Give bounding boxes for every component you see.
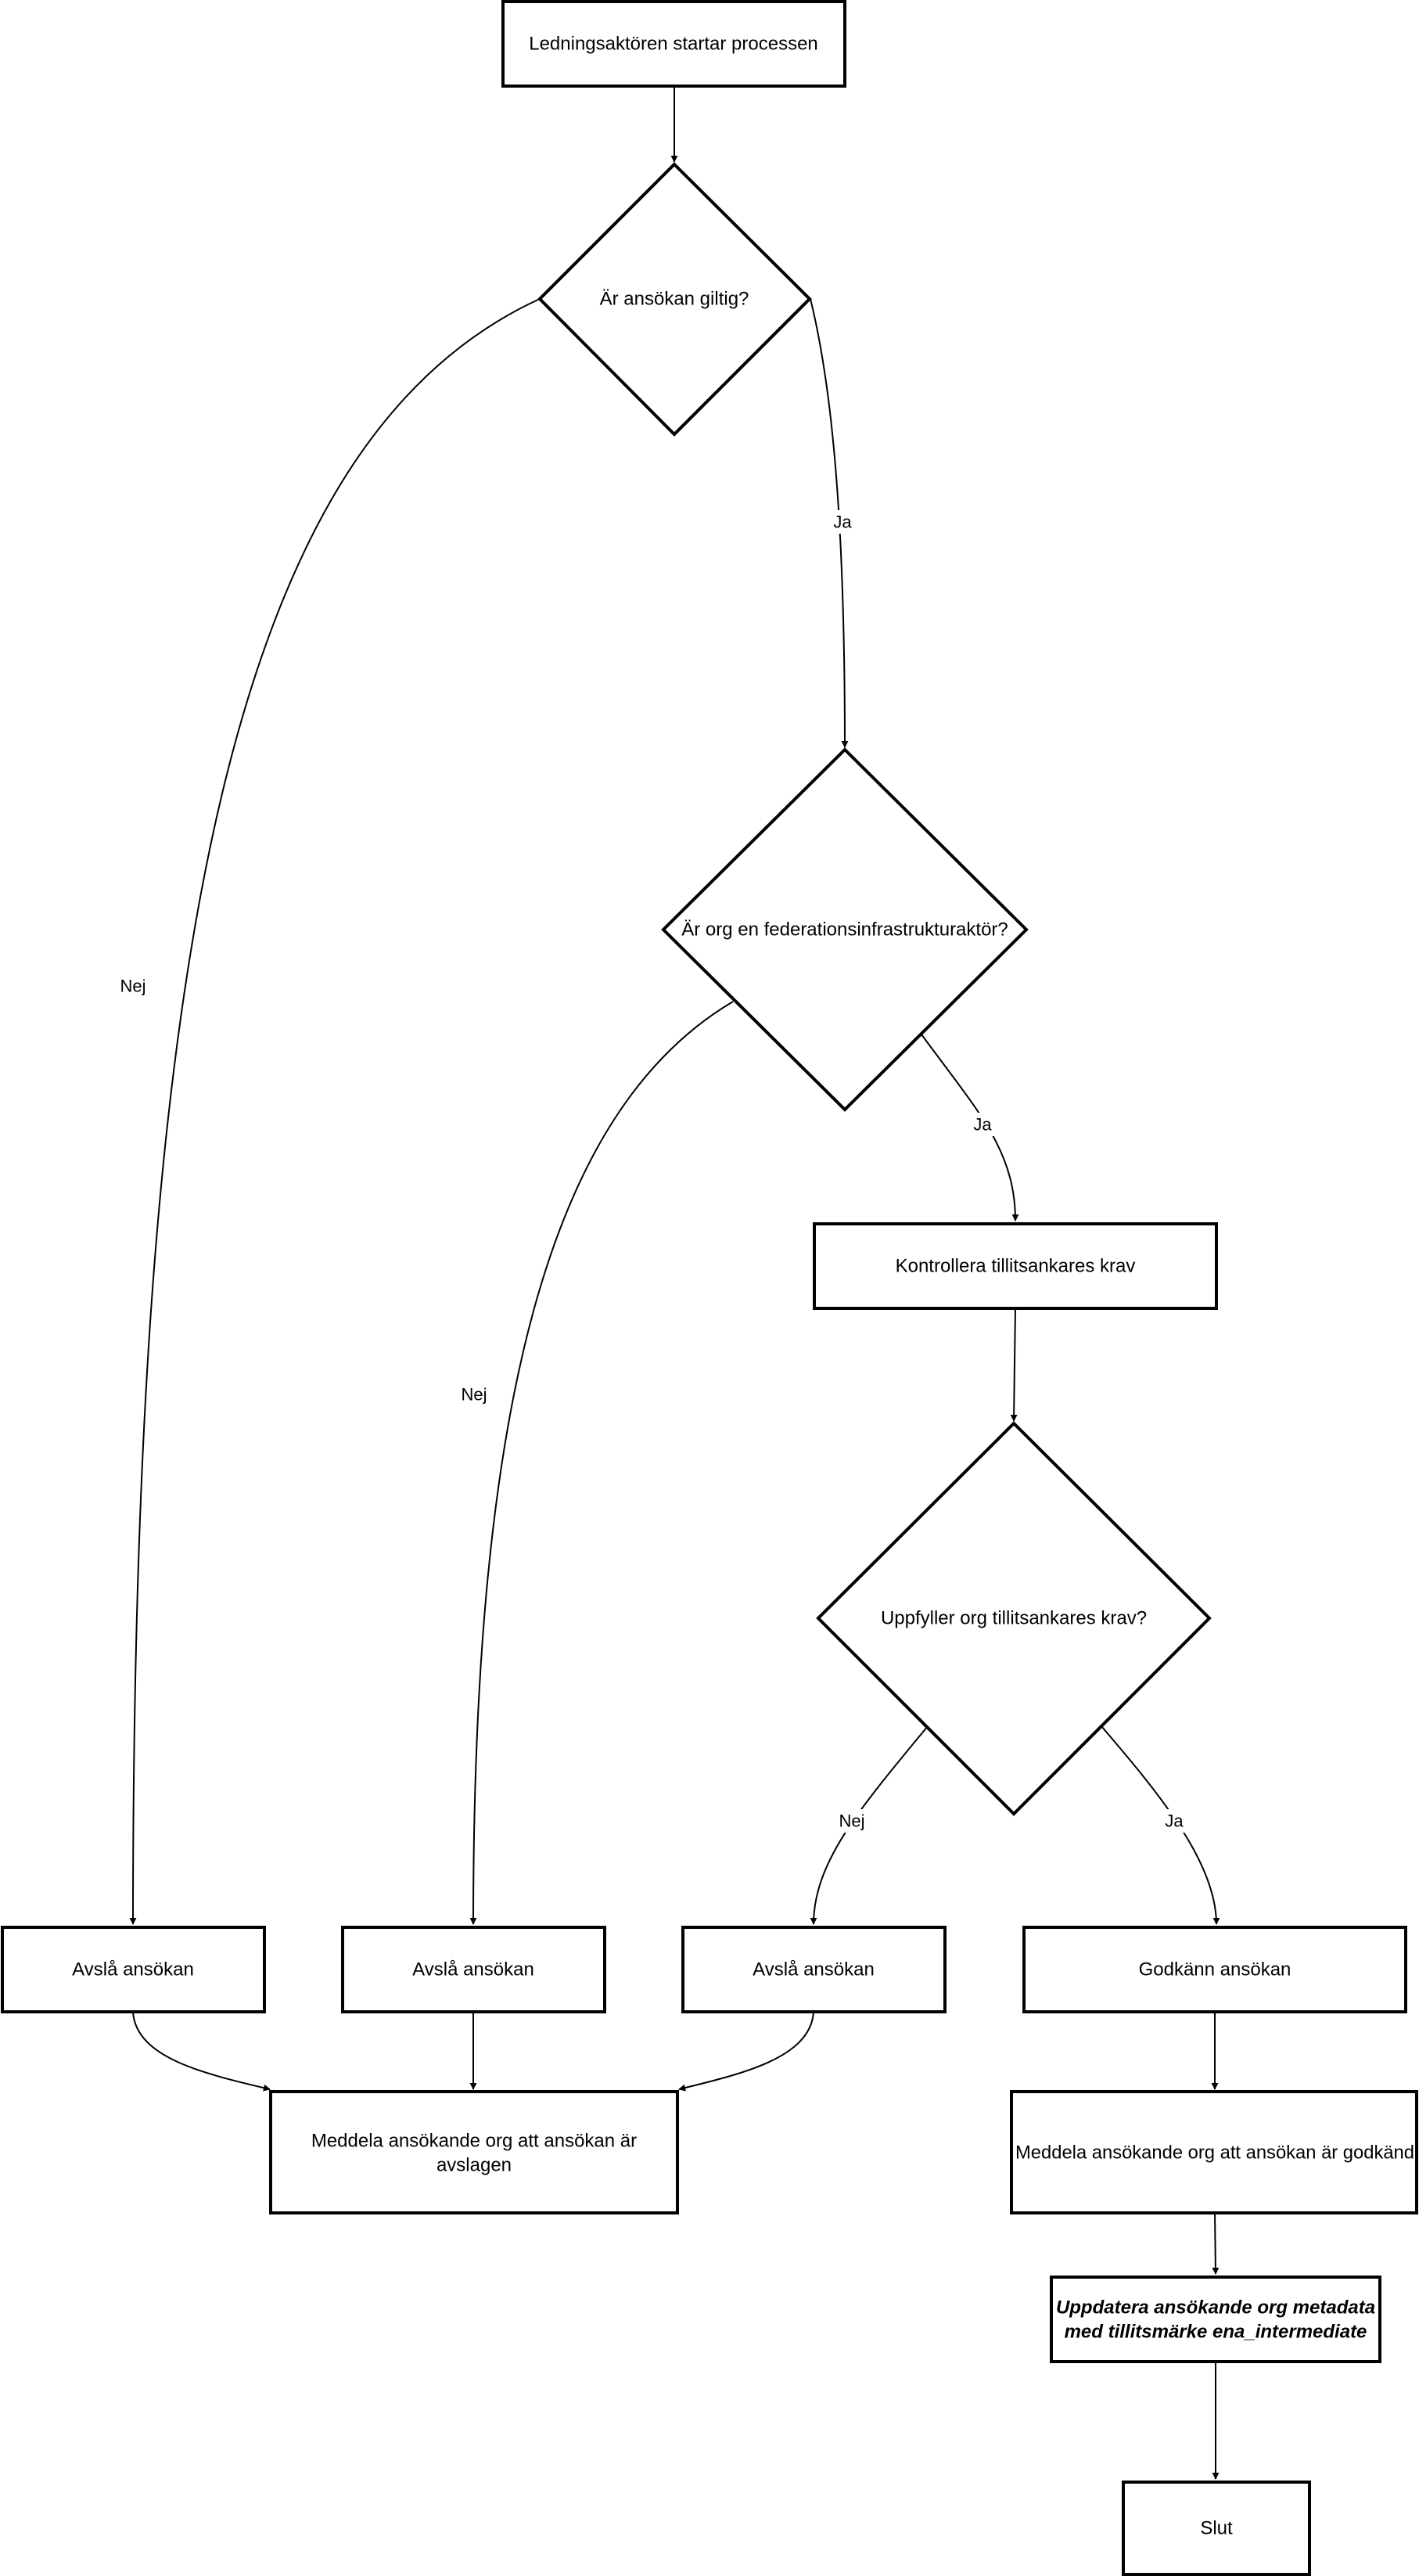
reject-node-1-label: Avslå ansökan bbox=[72, 1959, 194, 1981]
label-requirements-no: Nej bbox=[839, 1811, 864, 1831]
end-node-label: Slut bbox=[1200, 2518, 1233, 2539]
decision-valid: Är ansökan giltig? bbox=[537, 162, 812, 437]
reject-node-3-label: Avslå ansökan bbox=[753, 1959, 875, 1981]
update-metadata-label-line1: Uppdatera ansökande org metadata bbox=[1056, 2297, 1375, 2319]
edge-federation-yes bbox=[921, 1034, 1019, 1221]
edge-requirements-yes bbox=[1101, 1725, 1220, 1925]
label-federation-no: Nej bbox=[461, 1385, 487, 1405]
reject-node-2: Avslå ansökan bbox=[341, 1926, 606, 2013]
approve-node: Godkänn ansökan bbox=[1022, 1926, 1407, 2013]
approve-node-label: Godkänn ansökan bbox=[1139, 1959, 1291, 1981]
edge-valid-no bbox=[129, 298, 541, 1925]
edge-reject3-to-notify bbox=[678, 2012, 814, 2092]
reject-node-1: Avslå ansökan bbox=[1, 1926, 266, 2013]
edge-federation-no bbox=[469, 1001, 734, 1925]
label-valid-no: Nej bbox=[120, 977, 145, 996]
check-requirements-node: Kontrollera tillitsankares krav bbox=[813, 1222, 1218, 1310]
edge-check-to-requirements bbox=[1010, 1308, 1018, 1422]
start-node-label: Ledningsaktören startar processen bbox=[529, 34, 818, 55]
notify-rejected-node: Meddela ansökande org att ansökan är avs… bbox=[269, 2090, 679, 2214]
decision-federation-label: Är org en federationsinfrastrukturaktör? bbox=[681, 919, 1008, 941]
label-valid-yes: Ja bbox=[833, 513, 852, 532]
label-requirements-yes: Ja bbox=[1165, 1811, 1184, 1831]
edge-requirements-no bbox=[810, 1725, 929, 1925]
edge-labels: Ja Nej Ja Nej Nej Ja bbox=[120, 510, 1187, 1833]
reject-node-2-label: Avslå ansökan bbox=[412, 1959, 534, 1981]
decision-requirements: Uppfyller org tillitsankares krav? bbox=[816, 1421, 1212, 1816]
notify-approved-label: Meddela ansökande org att ansökan är god… bbox=[1015, 2142, 1414, 2164]
reject-node-3: Avslå ansökan bbox=[681, 1926, 947, 2013]
check-requirements-label: Kontrollera tillitsankares krav bbox=[896, 1256, 1136, 1277]
edges bbox=[129, 86, 1220, 2480]
decision-valid-label: Är ansökan giltig? bbox=[600, 289, 749, 310]
decision-requirements-label: Uppfyller org tillitsankares krav? bbox=[881, 1608, 1147, 1629]
start-node: Ledningsaktören startar processen bbox=[501, 0, 846, 88]
decision-federation: Är org en federationsinfrastrukturaktör? bbox=[661, 747, 1029, 1112]
label-federation-yes: Ja bbox=[973, 1115, 992, 1135]
edge-notify-to-update bbox=[1212, 2211, 1220, 2275]
end-node: Slut bbox=[1122, 2481, 1311, 2576]
notify-approved-node: Meddela ansökande org att ansökan är god… bbox=[1010, 2090, 1418, 2214]
update-metadata-node: Uppdatera ansökande org metadata med til… bbox=[1050, 2276, 1381, 2363]
notify-rejected-label-line2: avslagen bbox=[436, 2155, 512, 2176]
update-metadata-label-line2: med tillitsmärke ena_intermediate bbox=[1065, 2322, 1367, 2343]
notify-rejected-label-line1: Meddela ansökande org att ansökan är bbox=[311, 2131, 637, 2152]
edge-valid-yes bbox=[810, 298, 849, 748]
edge-reject1-to-notify bbox=[132, 2012, 271, 2092]
